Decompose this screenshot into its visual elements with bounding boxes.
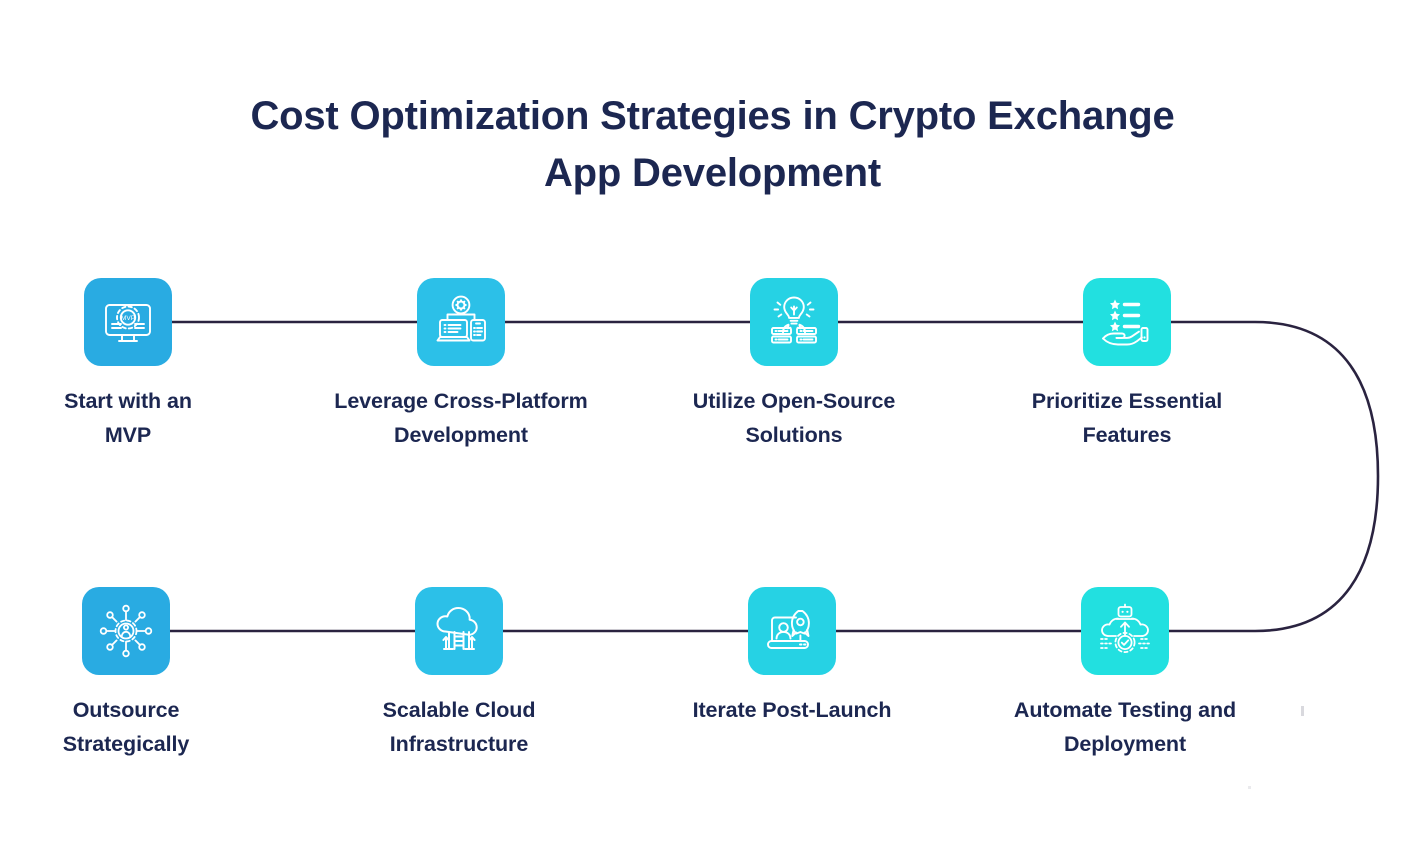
step-5-tile [82,587,170,675]
step-4-label: Prioritize Essential Features [1031,389,1223,447]
step-2-label: Leverage Cross-Platform Development [334,389,588,447]
step-8-tile [1081,587,1169,675]
monitor-mvp-gear-icon: MVP [100,294,156,350]
step-3-tile [750,278,838,366]
scan-artifact-2 [1248,786,1251,789]
step-4-tile [1083,278,1171,366]
step-5[interactable]: Outsource Strategically [0,587,256,761]
step-3-label: Utilize Open-Source Solutions [692,389,896,447]
step-6-label: Scalable Cloud Infrastructure [382,698,536,756]
step-1-tile: MVP [84,278,172,366]
page-title: Cost Optimization Strategies in Crypto E… [250,94,1175,195]
step-2-tile [417,278,505,366]
laptop-person-rocket-icon [764,603,820,659]
step-3[interactable]: Utilize Open-Source Solutions [664,278,924,452]
step-6[interactable]: Scalable Cloud Infrastructure [329,587,589,761]
step-7[interactable]: Iterate Post-Launch [662,587,922,727]
svg-text:MVP: MVP [121,315,136,322]
lightbulb-servers-icon [766,294,822,350]
step-1-label: Start with an MVP [64,389,192,447]
laptop-phone-gear-icon [433,294,489,350]
step-2[interactable]: Leverage Cross-Platform Development [331,278,591,452]
cloud-ladder-arrows-icon [431,603,487,659]
network-gear-person-icon [98,603,154,659]
step-5-label: Outsource Strategically [62,698,190,756]
step-1[interactable]: MVP Start with an MVP [0,278,258,452]
scan-artifact-1 [1301,706,1304,716]
step-8[interactable]: Automate Testing and Deployment [995,587,1255,761]
step-4[interactable]: Prioritize Essential Features [997,278,1257,452]
step-6-tile [415,587,503,675]
step-8-label: Automate Testing and Deployment [1013,698,1237,756]
cloud-upload-robot-gear-icon [1097,603,1153,659]
step-7-tile [748,587,836,675]
hand-star-list-icon [1099,294,1155,350]
step-7-label: Iterate Post-Launch [692,698,892,722]
